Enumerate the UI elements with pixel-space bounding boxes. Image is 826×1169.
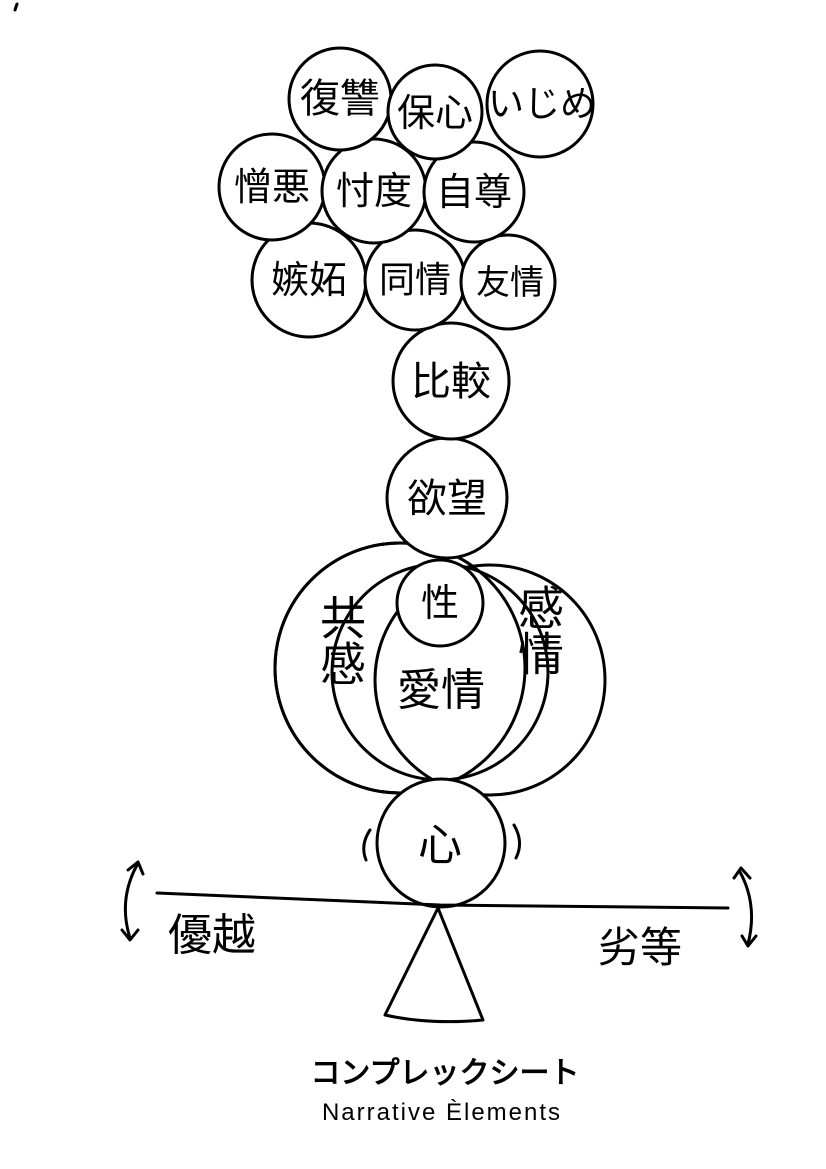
label-sontaku: 忖度 bbox=[336, 169, 412, 213]
label-yuujou: 友情 bbox=[476, 263, 544, 303]
label-sei: 性 bbox=[421, 581, 459, 625]
label-hoshin: 保心 bbox=[397, 91, 473, 135]
arrow-up-down-right-icon bbox=[732, 866, 758, 948]
label-fukushu: 復讐 bbox=[300, 76, 380, 122]
label-zouo: 憎悪 bbox=[234, 165, 310, 209]
circle-hoshin bbox=[386, 63, 484, 161]
seesaw-beam bbox=[155, 891, 730, 910]
circle-kokoro bbox=[375, 777, 507, 909]
label-hikaku: 比較 bbox=[411, 359, 491, 405]
label-yuuetsu: 優越 bbox=[168, 910, 256, 961]
motion-mark-right bbox=[512, 823, 521, 860]
seesaw-fulcrum bbox=[383, 906, 485, 1024]
label-shitto: 嫉妬 bbox=[271, 258, 347, 302]
motion-mark-left bbox=[362, 828, 372, 862]
label-yokubou: 欲望 bbox=[407, 476, 487, 522]
caption-title: コンプレックシート bbox=[310, 1056, 579, 1091]
circle-hikaku bbox=[391, 321, 511, 441]
label-rettou: 劣等 bbox=[598, 923, 682, 972]
caption-subtitle: Narrative Èlements bbox=[322, 1099, 562, 1126]
circle-ijime bbox=[485, 49, 595, 159]
circle-yuujou bbox=[459, 233, 557, 331]
label-kanjou: 感情 bbox=[511, 584, 565, 676]
stray-mark bbox=[13, 2, 19, 12]
arrow-up-down-left-icon bbox=[120, 860, 145, 942]
label-kyoukan: 共感 bbox=[313, 594, 367, 686]
circle-jison bbox=[422, 140, 526, 244]
label-aijou: 愛情 bbox=[397, 665, 485, 716]
label-kokoro: 心 bbox=[418, 820, 462, 871]
circle-sei bbox=[395, 558, 485, 648]
label-doujou: 同情 bbox=[379, 260, 451, 301]
label-jison: 自尊 bbox=[436, 170, 512, 214]
label-ijime: いじめ bbox=[488, 84, 596, 125]
